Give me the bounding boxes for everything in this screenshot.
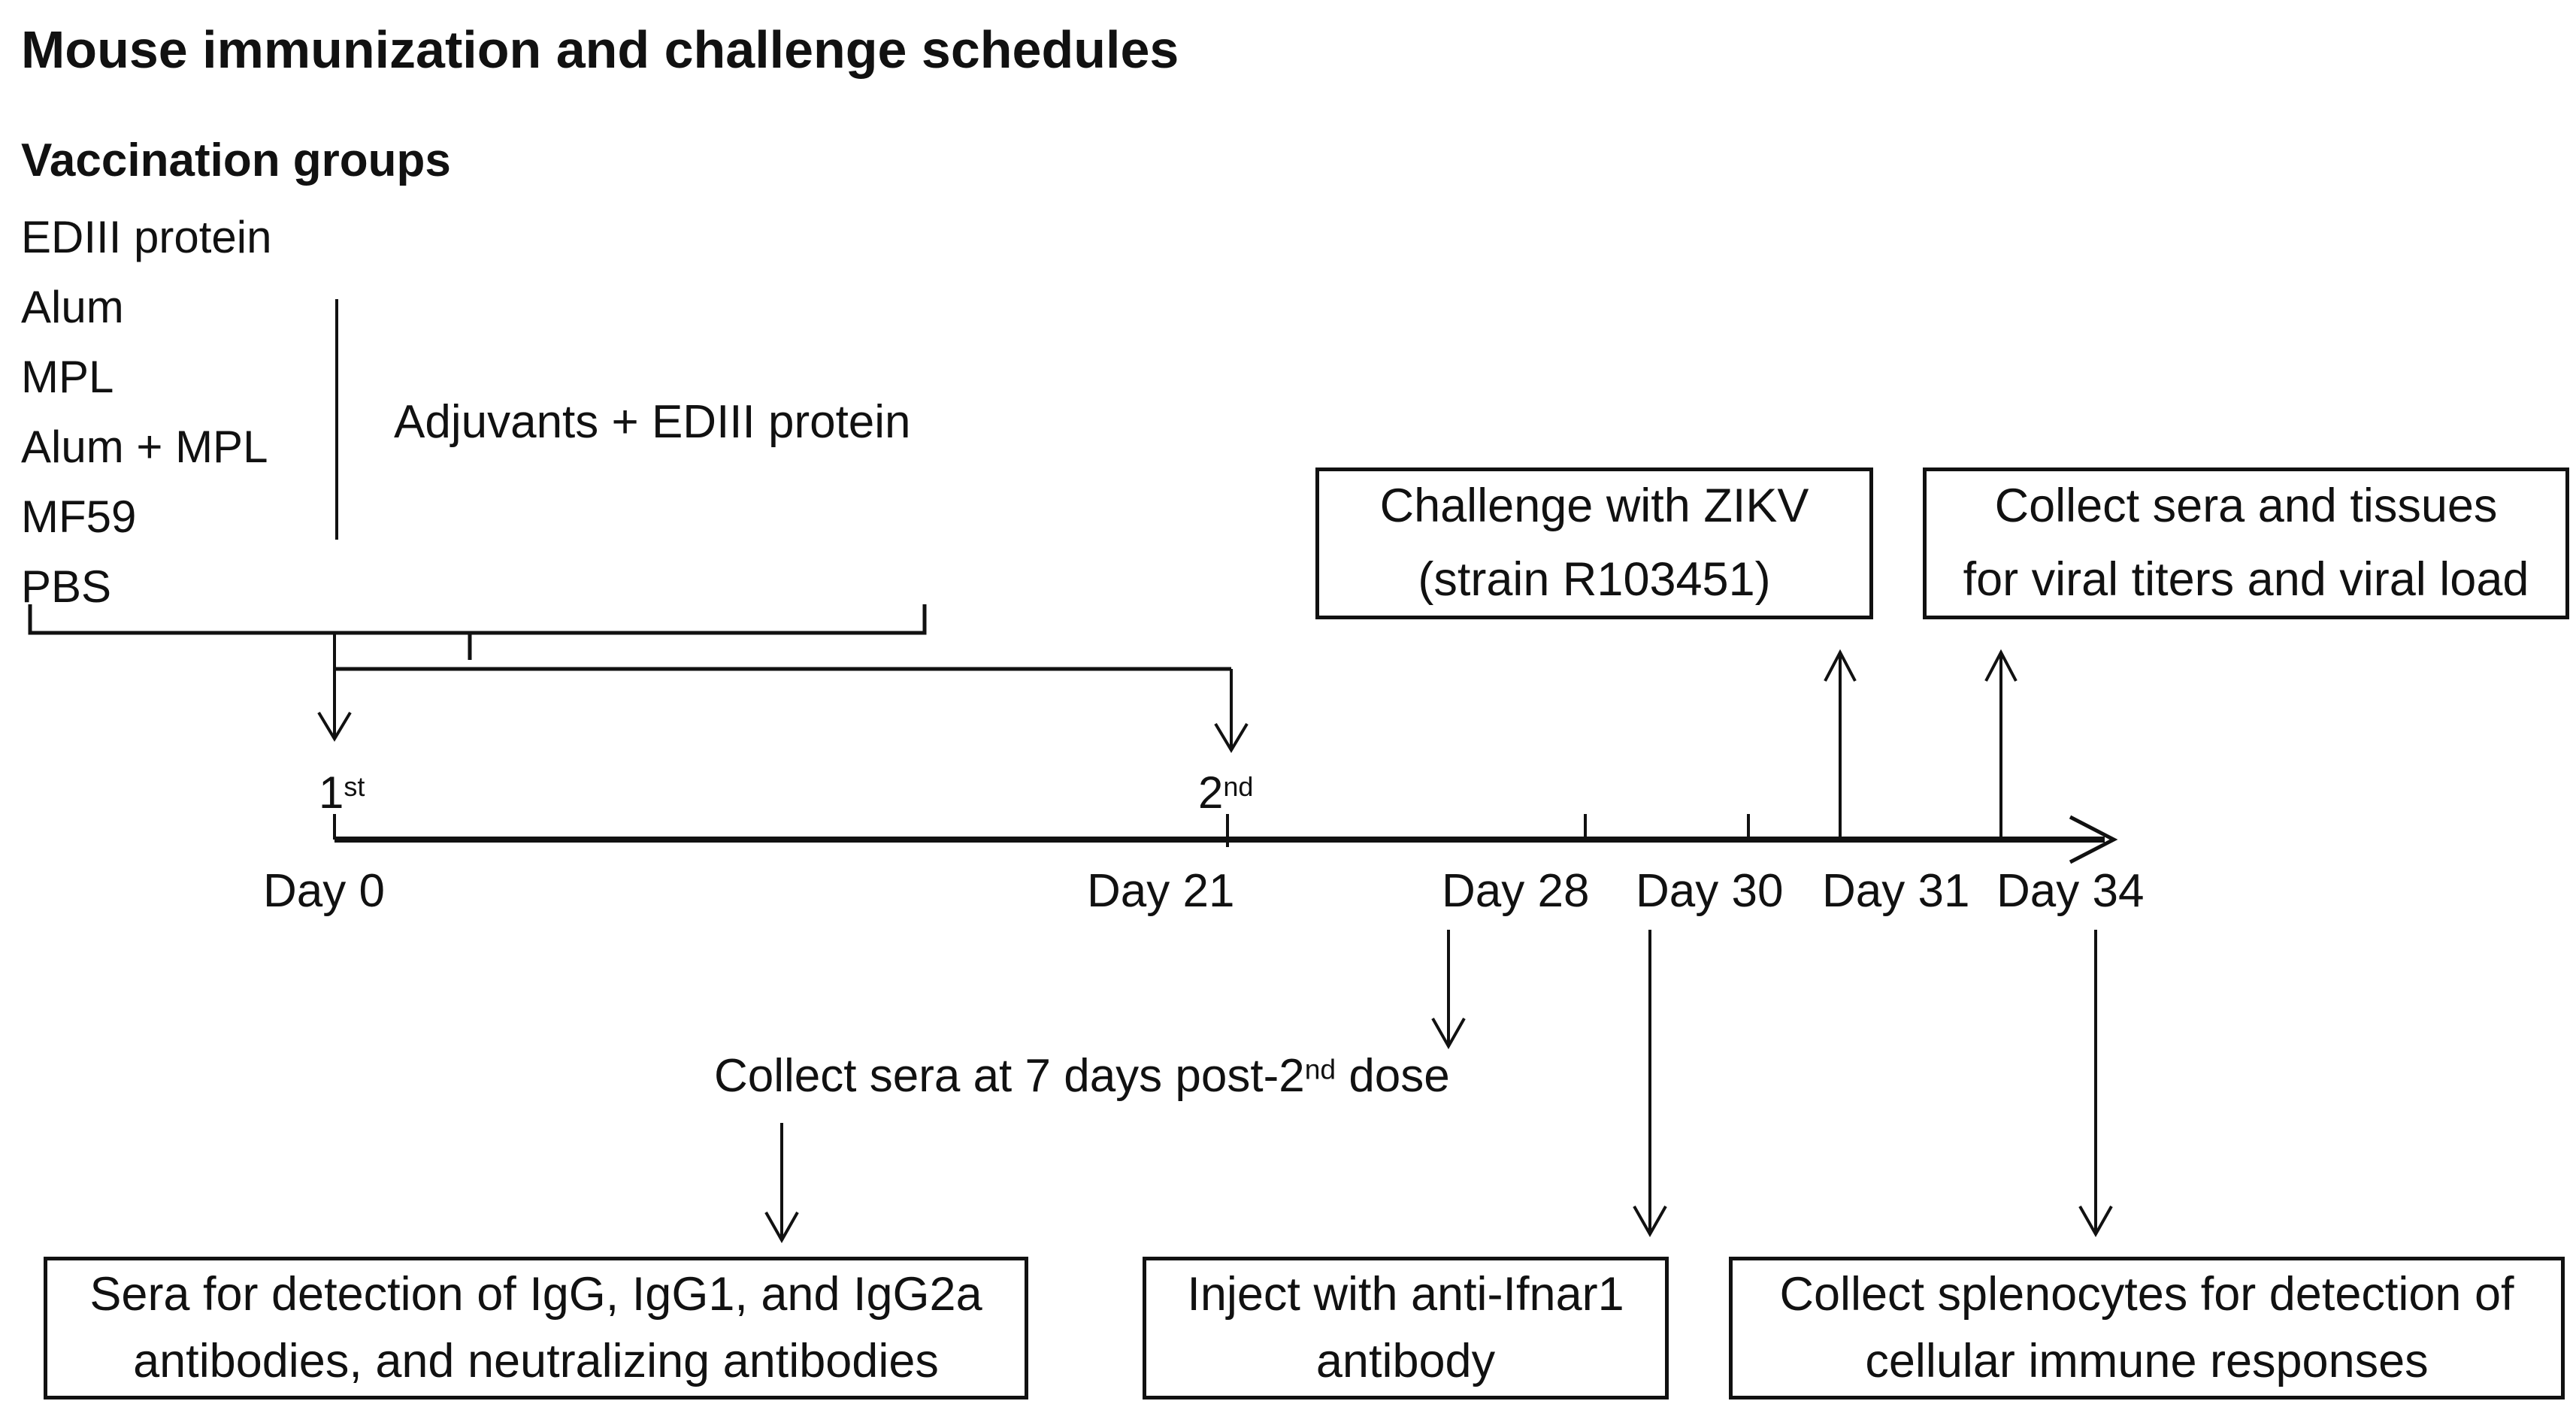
day-label-21: Day 21	[1087, 865, 1235, 917]
arrow-down-day-34-head-icon	[2078, 1206, 2113, 1238]
group-item-mpl: MPL	[21, 352, 114, 402]
group-item-alum: Alum	[21, 282, 124, 332]
groups-bracket	[28, 604, 927, 635]
sera-detection-line2: antibodies, and neutralizing antibodies	[133, 1335, 939, 1387]
collect-splenocytes-line1: Collect splenocytes for detection of	[1779, 1267, 2514, 1321]
day-label-30: Day 30	[1636, 865, 1784, 917]
collect-sera-note: Collect sera at 7 days post-2nd dose	[714, 1050, 1450, 1102]
first-dose-arrowhead-icon	[317, 711, 352, 742]
day-label-28: Day 28	[1442, 865, 1590, 917]
day-label-0: Day 0	[263, 865, 385, 917]
inject-antibody-line2: antibody	[1315, 1335, 1496, 1387]
day-label-31: Day 31	[1822, 865, 1970, 917]
challenge-box-line2: (strain R103451)	[1418, 553, 1771, 606]
collect-sera-note-superscript: nd	[1304, 1053, 1336, 1085]
collect-splenocytes-line2: cellular immune responses	[1865, 1335, 2429, 1387]
group-item-mf59: MF59	[21, 492, 137, 542]
collect-sera-tissues-box: Collect sera and tissues for viral titer…	[1923, 468, 2569, 619]
collect-sera-note-suffix: dose	[1336, 1050, 1450, 1102]
arrow-down-collect-sera-head-icon	[764, 1212, 799, 1244]
group-item-alum-mpl: Alum + MPL	[21, 422, 268, 472]
collect-sera-note-prefix: Collect sera at 7 days post-2	[714, 1050, 1305, 1102]
second-dose-base: 2	[1198, 767, 1224, 818]
arrow-up-day-31-head-icon	[1824, 649, 1857, 682]
challenge-box-line1: Challenge with ZIKV	[1379, 480, 1809, 533]
challenge-box: Challenge with ZIKV (strain R103451)	[1315, 468, 1873, 619]
collect-splenocytes-box: Collect splenocytes for detection of cel…	[1729, 1257, 2565, 1399]
arrow-down-day-30-head-icon	[1633, 1206, 1667, 1238]
adjuvant-note: Adjuvants + EDIII protein	[394, 396, 911, 448]
inject-antibody-line1: Inject with anti-Ifnar1	[1187, 1267, 1624, 1321]
arrow-down-day-28-head-icon	[1431, 1018, 1466, 1050]
collect-sera-tissues-line2: for viral titers and viral load	[1963, 553, 2529, 606]
second-dose-arrowhead-icon	[1214, 722, 1249, 753]
sera-detection-line1: Sera for detection of IgG, IgG1, and IgG…	[89, 1267, 982, 1321]
collect-sera-tissues-line1: Collect sera and tissues	[1994, 480, 2498, 533]
group-item-ediii: EDIII protein	[21, 212, 272, 262]
first-dose-label: 1st	[319, 768, 365, 818]
group-item-pbs: PBS	[21, 561, 112, 612]
first-dose-base: 1	[319, 767, 344, 818]
first-dose-superscript: st	[344, 770, 365, 802]
vaccination-group-list: EDIII protein Alum MPL Alum + MPL MF59 P…	[21, 215, 272, 610]
vaccination-groups-heading: Vaccination groups	[21, 135, 451, 186]
timeline-arrowhead-icon	[2069, 815, 2118, 864]
second-dose-superscript: nd	[1223, 770, 1254, 802]
sera-detection-box: Sera for detection of IgG, IgG1, and IgG…	[44, 1257, 1028, 1399]
inject-antibody-box: Inject with anti-Ifnar1 antibody	[1143, 1257, 1669, 1399]
day-label-34: Day 34	[1996, 865, 2145, 917]
arrow-up-day-34-head-icon	[1984, 649, 2018, 682]
page-title: Mouse immunization and challenge schedul…	[21, 20, 1179, 79]
second-dose-label: 2nd	[1198, 768, 1253, 818]
